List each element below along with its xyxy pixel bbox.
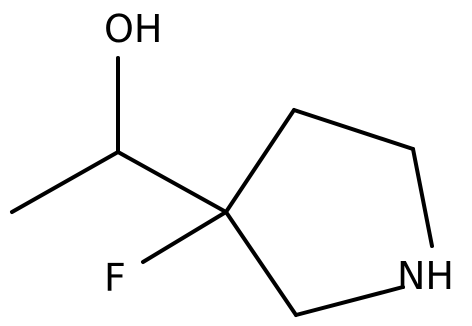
bond-c3-c4 — [224, 108, 296, 214]
bond-c3-fluorine — [141, 210, 228, 264]
bond-choh-methyl — [10, 150, 120, 214]
bonds — [10, 56, 434, 317]
bond-c5-nitrogen — [411, 147, 434, 248]
bond-choh-c3 — [116, 150, 228, 214]
amine-label: NH — [397, 254, 454, 298]
hydroxyl-label: OH — [104, 7, 162, 51]
bond-c4-c5 — [292, 108, 415, 151]
bond-nitrogen-c2 — [294, 285, 405, 317]
bond-c2-c3 — [224, 210, 298, 317]
fluorine-label: F — [104, 256, 126, 300]
atom-labels: OH F NH — [104, 7, 454, 300]
